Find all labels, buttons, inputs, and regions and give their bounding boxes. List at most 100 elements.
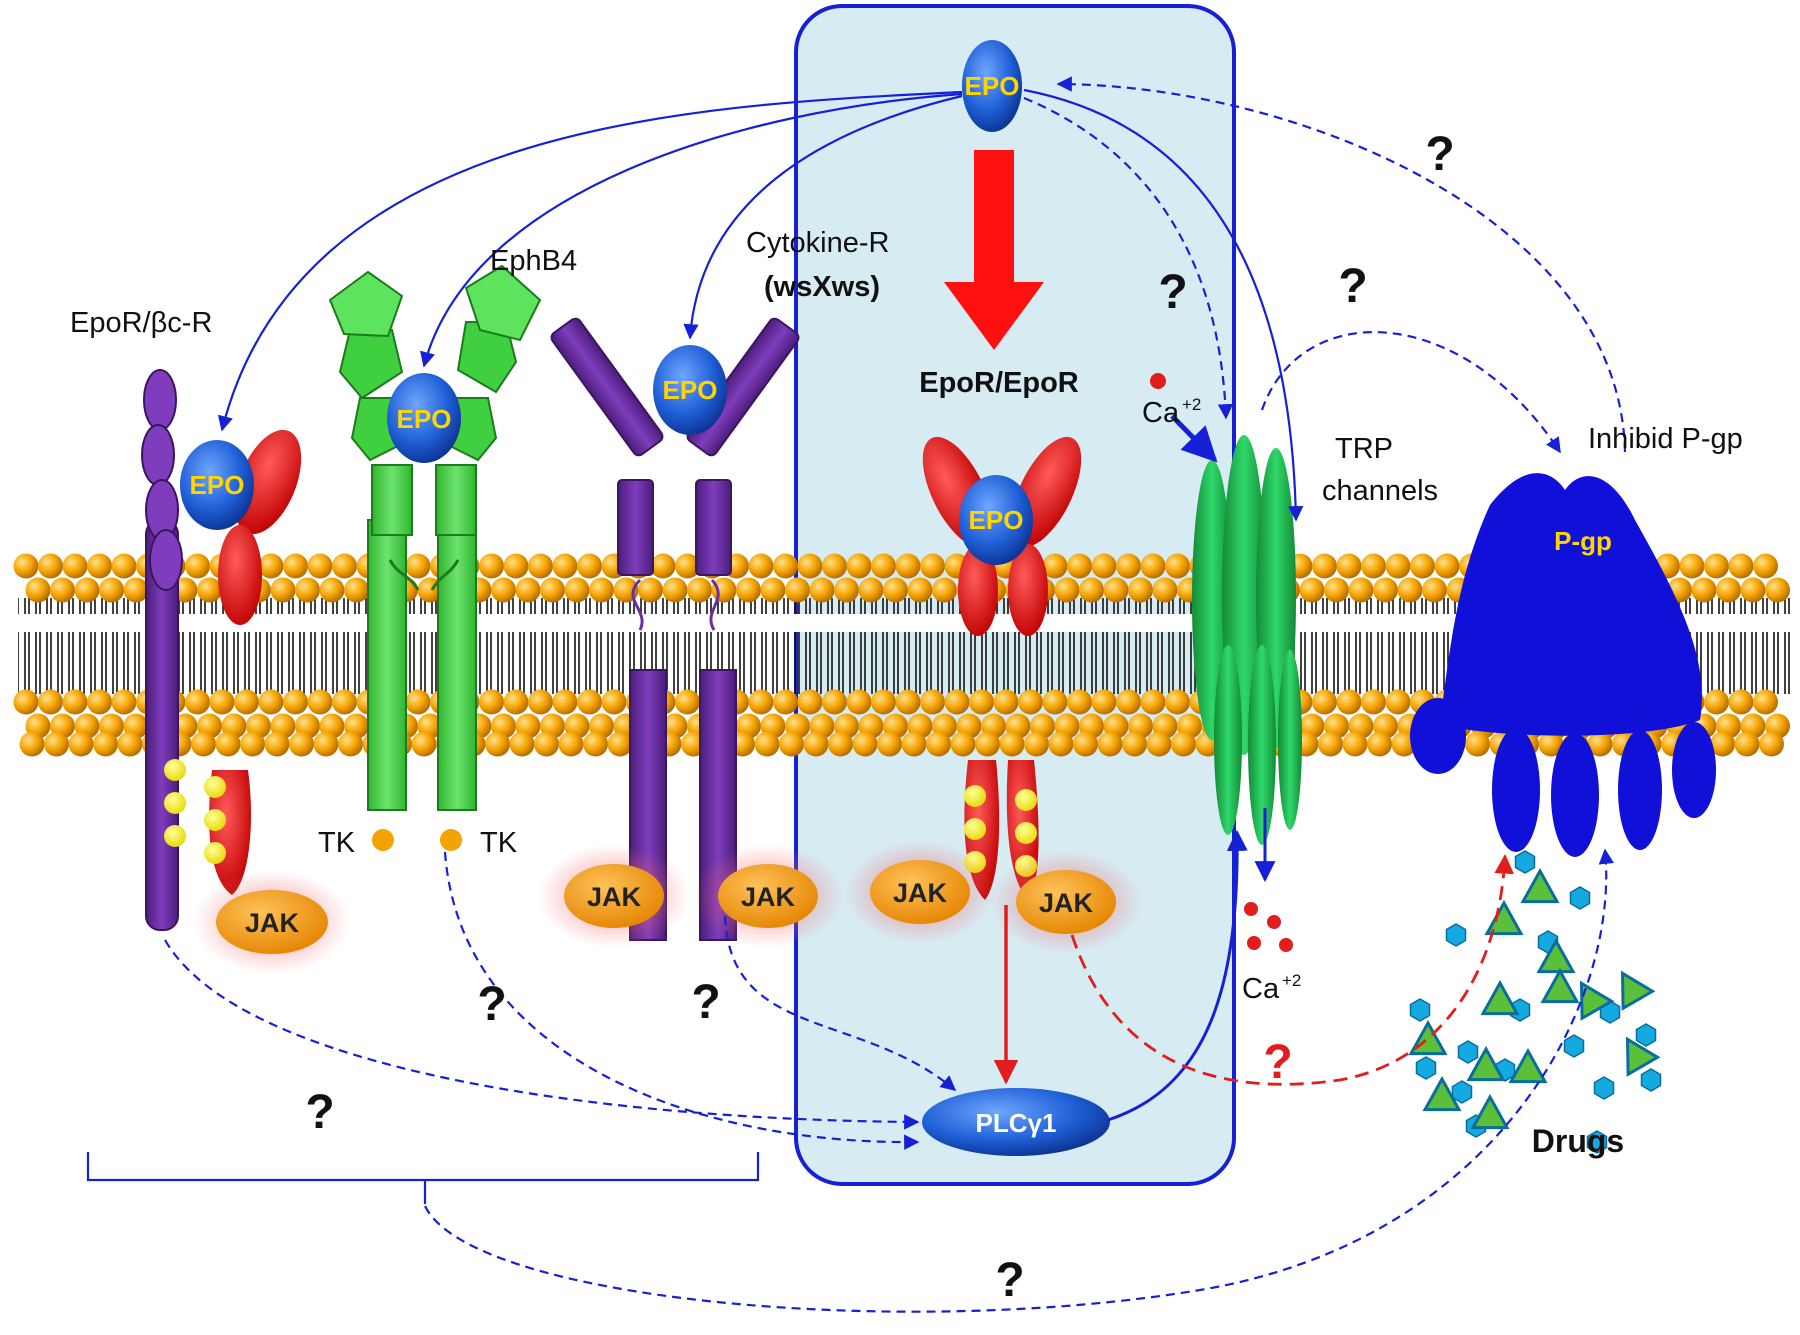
lipid-head xyxy=(1042,553,1068,579)
lipid-head xyxy=(1704,689,1729,715)
lipid-head xyxy=(68,731,94,757)
lipid-head xyxy=(558,731,584,757)
lipid-head xyxy=(1048,731,1074,757)
tk-label-left: TK xyxy=(318,827,356,859)
lipid-head xyxy=(858,577,884,603)
lipid-head xyxy=(234,689,259,715)
drug-molecule-icon xyxy=(1540,967,1580,1004)
lipid-head xyxy=(785,577,810,603)
drug-molecule-icon xyxy=(1409,998,1431,1022)
lipid-head xyxy=(871,689,896,715)
lipid-head xyxy=(675,553,700,579)
lipid-head xyxy=(307,553,333,579)
lipid-head xyxy=(515,577,541,603)
lipid-head xyxy=(264,731,290,757)
lipid-head xyxy=(773,553,798,579)
lipid-head xyxy=(1679,553,1705,579)
lipid-head xyxy=(503,553,529,579)
lipid-head xyxy=(552,553,578,579)
lipid-head xyxy=(920,553,945,579)
svg-text:JAK: JAK xyxy=(1039,888,1094,918)
lipid-head xyxy=(828,731,853,757)
lipid-head xyxy=(1361,689,1386,715)
lipid-head xyxy=(1140,689,1166,715)
lipid-head xyxy=(711,577,737,603)
lipid-head xyxy=(295,577,320,603)
lipid-head xyxy=(1024,731,1049,757)
tk-label-right: TK xyxy=(480,827,518,859)
lipid-head xyxy=(1152,577,1178,603)
question-mark: ? xyxy=(477,978,506,1031)
lipid-head xyxy=(50,577,75,603)
arrow-epo-to-ephb4 xyxy=(420,92,963,368)
lipid-head xyxy=(185,689,210,715)
lipid-head xyxy=(577,553,602,579)
lipid-head xyxy=(564,577,590,603)
epor-bcr-label: EpoR/βc-R xyxy=(70,307,212,339)
arrow-receptor-group-to-pgp xyxy=(424,848,1615,1313)
lipid-head xyxy=(1348,577,1374,603)
lipid-head xyxy=(687,577,712,603)
calcium-ion-icon xyxy=(1267,915,1281,929)
lipid-head xyxy=(123,577,149,603)
drug-molecule-icon xyxy=(1569,886,1591,910)
lipid-head xyxy=(1318,731,1343,757)
drug-molecule-icon xyxy=(1520,867,1560,904)
lipid-head xyxy=(1128,577,1153,603)
pathway-arrows xyxy=(86,76,1627,1313)
phosphotyrosine-dots xyxy=(164,759,226,864)
calcium-label-top: Ca +2 xyxy=(1142,395,1201,429)
lipid-head xyxy=(1765,577,1790,603)
lipid-head xyxy=(583,731,608,757)
lipid-head xyxy=(1336,689,1362,715)
lipid-head xyxy=(846,689,872,715)
arrow-trp-to-pgp-dashed xyxy=(1260,331,1561,454)
lipid-head xyxy=(485,731,510,757)
lipid-head xyxy=(1097,731,1123,757)
lipid-head xyxy=(1704,553,1729,579)
lipid-head xyxy=(344,577,369,603)
lipid-head xyxy=(895,689,921,715)
lipid-head xyxy=(1361,553,1386,579)
lipid-head xyxy=(895,553,921,579)
bc-receptor-icon xyxy=(141,369,183,931)
lipid-head xyxy=(675,689,700,715)
question-mark: ? xyxy=(305,1086,334,1139)
jak-kinase-icon: JAK xyxy=(538,844,690,948)
lipid-head xyxy=(1140,553,1166,579)
lipid-head xyxy=(405,553,431,579)
drug-molecule-icon xyxy=(1457,1040,1479,1064)
arrow-epo-to-trp-solid xyxy=(1023,88,1304,522)
lipid-head xyxy=(920,689,945,715)
lipid-head xyxy=(117,731,143,757)
calcium-label-bottom: Ca +2 xyxy=(1242,971,1301,1005)
lipid-head xyxy=(601,689,627,715)
lipid-head xyxy=(197,577,222,603)
lipid-head xyxy=(1716,577,1741,603)
arrow-cytokine-to-plc xyxy=(723,915,957,1091)
drug-molecule-icon xyxy=(1635,1023,1657,1047)
drug-molecule-icon xyxy=(1470,1093,1510,1130)
lipid-head xyxy=(534,731,559,757)
jak-kinase-icon: JAK xyxy=(990,850,1142,954)
lipid-head xyxy=(38,553,63,579)
arrow-ephb4-to-plc xyxy=(443,851,920,1150)
svg-text:Ca: Ca xyxy=(1242,973,1280,1005)
lipid-head xyxy=(773,689,798,715)
lipid-head xyxy=(62,553,88,579)
drug-molecule-icon xyxy=(1422,1075,1462,1112)
lipid-head xyxy=(1171,731,1196,757)
lipid-head xyxy=(1073,731,1098,757)
question-mark: ? xyxy=(995,1254,1024,1307)
lipid-head xyxy=(1116,689,1141,715)
svg-text:EPO: EPO xyxy=(397,404,452,434)
lipid-head xyxy=(1740,577,1766,603)
lipid-head xyxy=(289,731,314,757)
svg-text:JAK: JAK xyxy=(587,882,642,912)
epo-ligand-icon: EPO xyxy=(653,345,727,435)
epor-homodimer: EPO JAK JAK xyxy=(844,436,1142,954)
calcium-ion-icon xyxy=(1150,373,1166,389)
lipid-head xyxy=(1385,553,1411,579)
svg-text:EPO: EPO xyxy=(190,470,245,500)
lipid-head xyxy=(1018,689,1043,715)
